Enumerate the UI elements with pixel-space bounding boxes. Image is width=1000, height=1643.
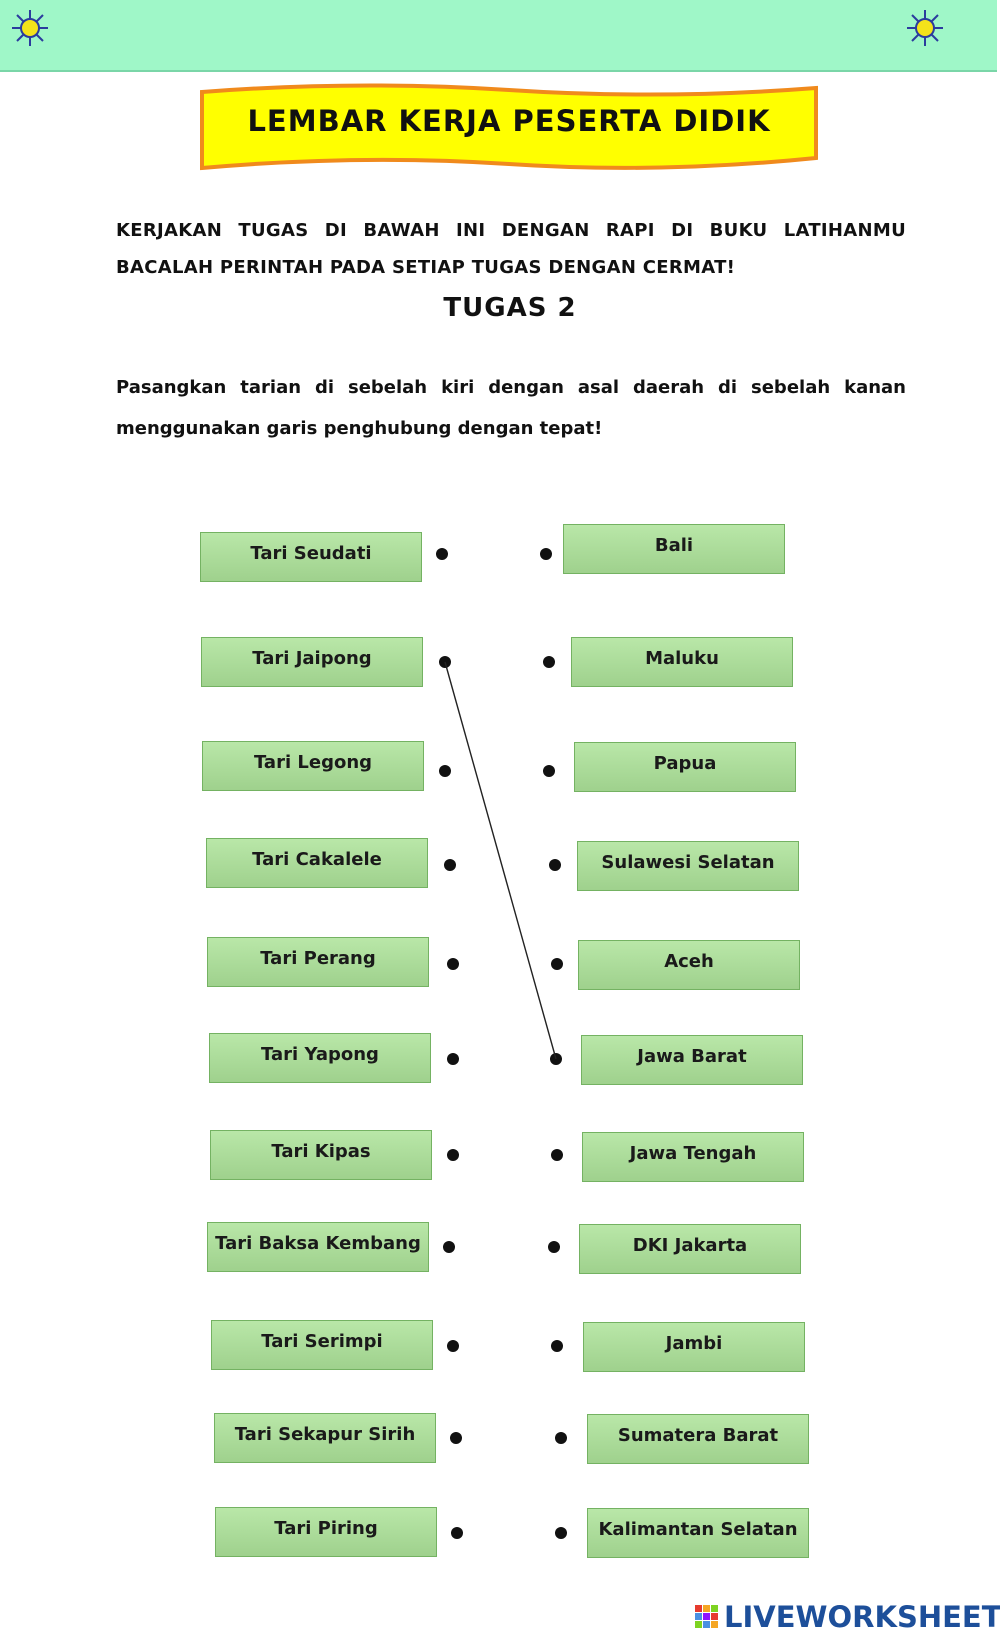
right-item[interactable]: Jawa Barat bbox=[581, 1035, 803, 1085]
left-connector-dot[interactable] bbox=[436, 548, 448, 560]
header-band bbox=[0, 0, 997, 72]
left-connector-dot[interactable] bbox=[447, 958, 459, 970]
page-title: LEMBAR KERJA PESERTA DIDIK bbox=[247, 104, 771, 138]
sun-icon bbox=[12, 10, 48, 46]
right-item[interactable]: Jawa Tengah bbox=[582, 1132, 804, 1182]
right-connector-dot[interactable] bbox=[543, 656, 555, 668]
left-connector-dot[interactable] bbox=[447, 1053, 459, 1065]
left-item[interactable]: Tari Legong bbox=[202, 741, 424, 791]
left-connector-dot[interactable] bbox=[447, 1149, 459, 1161]
right-item[interactable]: Maluku bbox=[571, 637, 793, 687]
left-item[interactable]: Tari Jaipong bbox=[201, 637, 423, 687]
task-text: Pasangkan tarian di sebelah kiri dengan … bbox=[116, 377, 906, 439]
right-item[interactable]: Sumatera Barat bbox=[587, 1414, 809, 1464]
left-connector-dot[interactable] bbox=[451, 1527, 463, 1539]
right-connector-dot[interactable] bbox=[551, 958, 563, 970]
right-connector-dot[interactable] bbox=[551, 1340, 563, 1352]
left-item[interactable]: Tari Piring bbox=[215, 1507, 437, 1557]
left-connector-dot[interactable] bbox=[450, 1432, 462, 1444]
right-connector-dot[interactable] bbox=[549, 859, 561, 871]
left-item[interactable]: Tari Seudati bbox=[200, 532, 422, 582]
left-item[interactable]: Tari Perang bbox=[207, 937, 429, 987]
right-item[interactable]: Bali bbox=[563, 524, 785, 574]
brand-name: LIVEWORKSHEETS bbox=[724, 1600, 1000, 1634]
left-item[interactable]: Tari Yapong bbox=[209, 1033, 431, 1083]
instruction-text: KERJAKAN TUGAS DI BAWAH INI DENGAN RAPI … bbox=[116, 220, 906, 278]
right-connector-dot[interactable] bbox=[555, 1527, 567, 1539]
right-connector-dot[interactable] bbox=[550, 1053, 562, 1065]
right-item[interactable]: DKI Jakarta bbox=[579, 1224, 801, 1274]
right-item[interactable]: Sulawesi Selatan bbox=[577, 841, 799, 891]
left-connector-dot[interactable] bbox=[439, 656, 451, 668]
left-connector-dot[interactable] bbox=[447, 1340, 459, 1352]
liveworksheets-logo-icon bbox=[695, 1605, 718, 1628]
right-connector-dot[interactable] bbox=[540, 548, 552, 560]
right-item[interactable]: Aceh bbox=[578, 940, 800, 990]
right-item[interactable]: Kalimantan Selatan bbox=[587, 1508, 809, 1558]
left-item[interactable]: Tari Baksa Kembang bbox=[207, 1222, 429, 1272]
left-item[interactable]: Tari Cakalele bbox=[206, 838, 428, 888]
left-item[interactable]: Tari Serimpi bbox=[211, 1320, 433, 1370]
footer-brand: LIVEWORKSHEETS bbox=[694, 1599, 1000, 1635]
title-banner bbox=[200, 83, 818, 171]
right-connector-dot[interactable] bbox=[555, 1432, 567, 1444]
right-connector-dot[interactable] bbox=[551, 1149, 563, 1161]
right-item[interactable]: Papua bbox=[574, 742, 796, 792]
right-connector-dot[interactable] bbox=[548, 1241, 560, 1253]
left-connector-dot[interactable] bbox=[439, 765, 451, 777]
right-connector-dot[interactable] bbox=[543, 765, 555, 777]
sun-icon bbox=[907, 10, 943, 46]
left-item[interactable]: Tari Kipas bbox=[210, 1130, 432, 1180]
task-title: TUGAS 2 bbox=[443, 293, 577, 323]
left-connector-dot[interactable] bbox=[444, 859, 456, 871]
left-item[interactable]: Tari Sekapur Sirih bbox=[214, 1413, 436, 1463]
right-item[interactable]: Jambi bbox=[583, 1322, 805, 1372]
left-connector-dot[interactable] bbox=[443, 1241, 455, 1253]
